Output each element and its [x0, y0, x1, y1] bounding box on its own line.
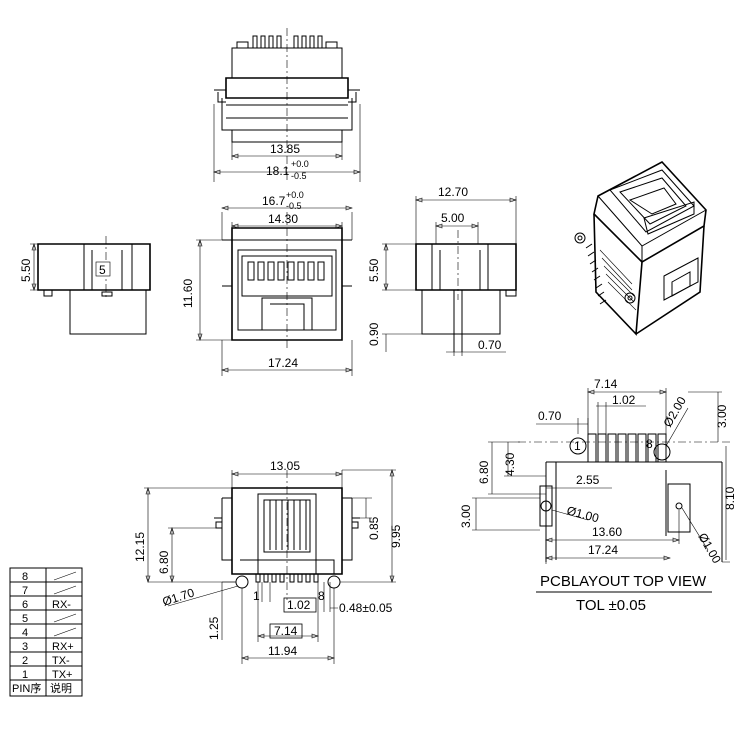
- right-dim-height: 5.50: [367, 258, 381, 282]
- pcb-dim-hole1: Ø1.00: [565, 503, 601, 525]
- bottom-dim-h1: 12.15: [133, 532, 147, 562]
- right-dim-inner: 5.00: [441, 211, 465, 225]
- pcb-title: PCBLAYOUT TOP VIEW: [540, 573, 707, 590]
- pcb-dim-total: 17.24: [588, 543, 618, 557]
- pin-row-1-desc: TX+: [52, 669, 72, 681]
- front-dim-width-tol-down: -0.5: [286, 201, 302, 211]
- pcb-layout-view: 1 8 7.14 1.02 0.70 Ø2.00 3.00 6.80 4.30 …: [459, 377, 737, 614]
- pin-row-4-num: 4: [22, 627, 28, 639]
- pcb-dim-offset: 0.70: [538, 409, 562, 423]
- pin-row-7-na: [53, 585, 77, 595]
- bottom-dim-pin-w: 0.48±0.05: [339, 601, 393, 615]
- bottom-dim-top: 13.05: [270, 459, 300, 473]
- pcb-pin1-label: 1: [574, 439, 581, 453]
- pcb-dim-h2: 4.30: [503, 452, 517, 476]
- bottom-dim-pin-len: 1.25: [207, 616, 221, 640]
- pin-row-3-num: 3: [22, 641, 28, 653]
- pcb-pads: [587, 433, 667, 463]
- isometric-view: [574, 161, 707, 336]
- bottom-pin8-label: 8: [318, 589, 325, 603]
- left-dim-height: 5.50: [19, 258, 33, 282]
- bottom-view-contacts: [269, 500, 307, 550]
- front-dim-width-tol-up: +0.0: [286, 190, 304, 200]
- pin-row-2-desc: TX-: [52, 655, 70, 667]
- pcb-dim-v1: 3.00: [459, 504, 473, 528]
- pin-row-4-na: [53, 627, 77, 637]
- pcb-pin8-label: 8: [646, 437, 653, 451]
- right-dim-depth: 12.70: [438, 185, 468, 199]
- pin-row-5-na: [53, 613, 77, 623]
- pcb-dim-h3: 8.10: [723, 486, 737, 510]
- pcb-dim-top: 3.00: [715, 404, 729, 428]
- pcb-dim-h1: 6.80: [477, 460, 491, 484]
- bottom-view: 13.05 12.15 6.80 Ø1.70 0.85 9.95 1 8 1.0…: [133, 459, 403, 664]
- pin-row-2-num: 2: [22, 655, 28, 667]
- bottom-dim-r2: 9.95: [389, 524, 403, 548]
- bottom-dim-span: 7.14: [274, 624, 298, 638]
- top-dim-outer: 18.1: [266, 164, 290, 178]
- bottom-dim-r1: 0.85: [367, 516, 381, 540]
- pin-row-6-num: 6: [22, 599, 28, 611]
- pin-row-8-num: 8: [22, 571, 28, 583]
- pin-row-1-num: 1: [22, 669, 28, 681]
- right-side-view: 12.70 5.00 5.50 0.90 0.70: [367, 185, 517, 356]
- front-dim-opening: 14.30: [268, 212, 298, 226]
- bottom-dim-h2: 6.80: [157, 550, 171, 574]
- right-dim-pin-w: 0.70: [478, 338, 502, 352]
- top-view-teeth: [252, 35, 323, 48]
- front-view-contacts: [247, 261, 325, 281]
- pcb-dim-pitch: 1.02: [612, 393, 636, 407]
- pin-row-3-desc: RX+: [52, 641, 74, 653]
- pcb-dim-hole2: Ø1.00: [695, 531, 724, 567]
- isometric-pins: [585, 243, 607, 305]
- pin-table-header-pin: PIN序: [12, 681, 41, 695]
- pin-row-8-na: [53, 571, 77, 581]
- pin-row-7-num: 7: [22, 585, 28, 597]
- pcb-dim-x2: 13.60: [592, 525, 622, 539]
- pin-table-header-desc: 说明: [50, 681, 72, 695]
- top-dim-outer-tol-down: -0.5: [291, 171, 307, 181]
- top-dim-inner: 13.85: [270, 142, 300, 156]
- right-dim-pin-len: 0.90: [367, 322, 381, 346]
- bottom-pin1-label: 1: [253, 589, 260, 603]
- bottom-dim-pitch: 1.02: [287, 598, 311, 612]
- pcb-dim-pad: Ø2.00: [660, 394, 689, 430]
- pcb-tolerance: TOL ±0.05: [576, 597, 646, 614]
- front-view: 16.7 +0.0 -0.5 14.30 11.60 17.24: [181, 190, 353, 376]
- front-dim-base: 17.24: [268, 356, 298, 370]
- pin-row-6-desc: RX-: [52, 599, 71, 611]
- bottom-dim-post: Ø1.70: [161, 585, 197, 609]
- left-side-view: 5 5.50: [19, 236, 151, 335]
- left-pin-label: 5: [99, 263, 106, 277]
- front-dim-width: 16.7: [262, 194, 286, 208]
- pcb-dim-span: 7.14: [594, 377, 618, 391]
- pin-table: 8 7 6 RX- 5 4 3 RX+ 2 TX- 1 TX+ PIN序 说明: [9, 567, 83, 697]
- top-view: 13.85 18.1 +0.0 -0.5: [213, 28, 361, 182]
- top-dim-outer-tol-up: +0.0: [291, 159, 309, 169]
- pin-row-5-num: 5: [22, 613, 28, 625]
- pcb-dim-x1: 2.55: [576, 473, 600, 487]
- front-dim-height: 11.60: [181, 279, 195, 308]
- bottom-dim-total: 11.94: [268, 644, 297, 658]
